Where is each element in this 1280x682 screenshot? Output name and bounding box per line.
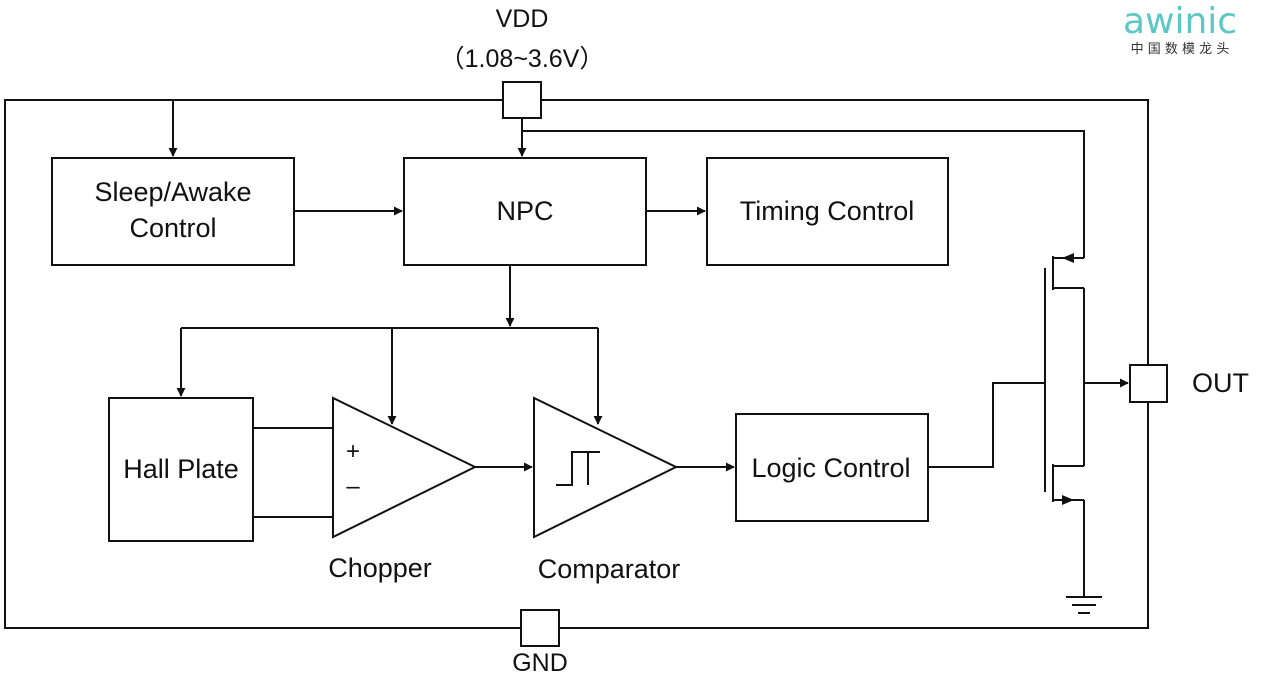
npc-label: NPC	[496, 196, 553, 226]
gnd-label: GND	[512, 649, 568, 677]
out-pin	[1129, 364, 1168, 403]
timing-control-label: Timing Control	[740, 196, 915, 226]
vdd-to-pmos-wire	[522, 130, 1085, 258]
timing-control-block	[706, 157, 949, 266]
sleep-awake-label-line2: Control	[129, 213, 216, 243]
vdd-pin	[502, 81, 542, 119]
chopper-minus-sign: –	[346, 473, 360, 500]
hall-plate-block	[108, 397, 254, 542]
logo-wordmark: awinic	[1123, 1, 1237, 42]
ground-symbol	[1066, 596, 1102, 614]
comparator-label: Comparator	[538, 554, 681, 584]
logic-to-gate-wire	[928, 382, 1045, 468]
sleep-awake-control-block	[51, 157, 295, 266]
chopper-label: Chopper	[328, 553, 432, 583]
logo-tagline: 中 国 数 模 龙 头	[1131, 42, 1230, 57]
awinic-logo: awinic 中 国 数 模 龙 头	[1123, 1, 1237, 57]
vdd-range-label: （1.08~3.6V）	[440, 45, 605, 73]
output-stage-transistors	[1044, 256, 1129, 597]
vdd-label: VDD	[496, 5, 549, 33]
gnd-pin	[520, 609, 560, 647]
sleep-awake-label-line1: Sleep/Awake	[94, 177, 251, 207]
chopper-plus-sign: +	[346, 438, 360, 465]
out-label: OUT	[1192, 368, 1249, 398]
logic-control-label: Logic Control	[751, 453, 910, 483]
hysteresis-symbol	[556, 451, 600, 486]
chopper-amplifier	[332, 396, 478, 539]
hall-plate-label: Hall Plate	[123, 454, 239, 484]
comparator-amplifier	[533, 396, 679, 539]
